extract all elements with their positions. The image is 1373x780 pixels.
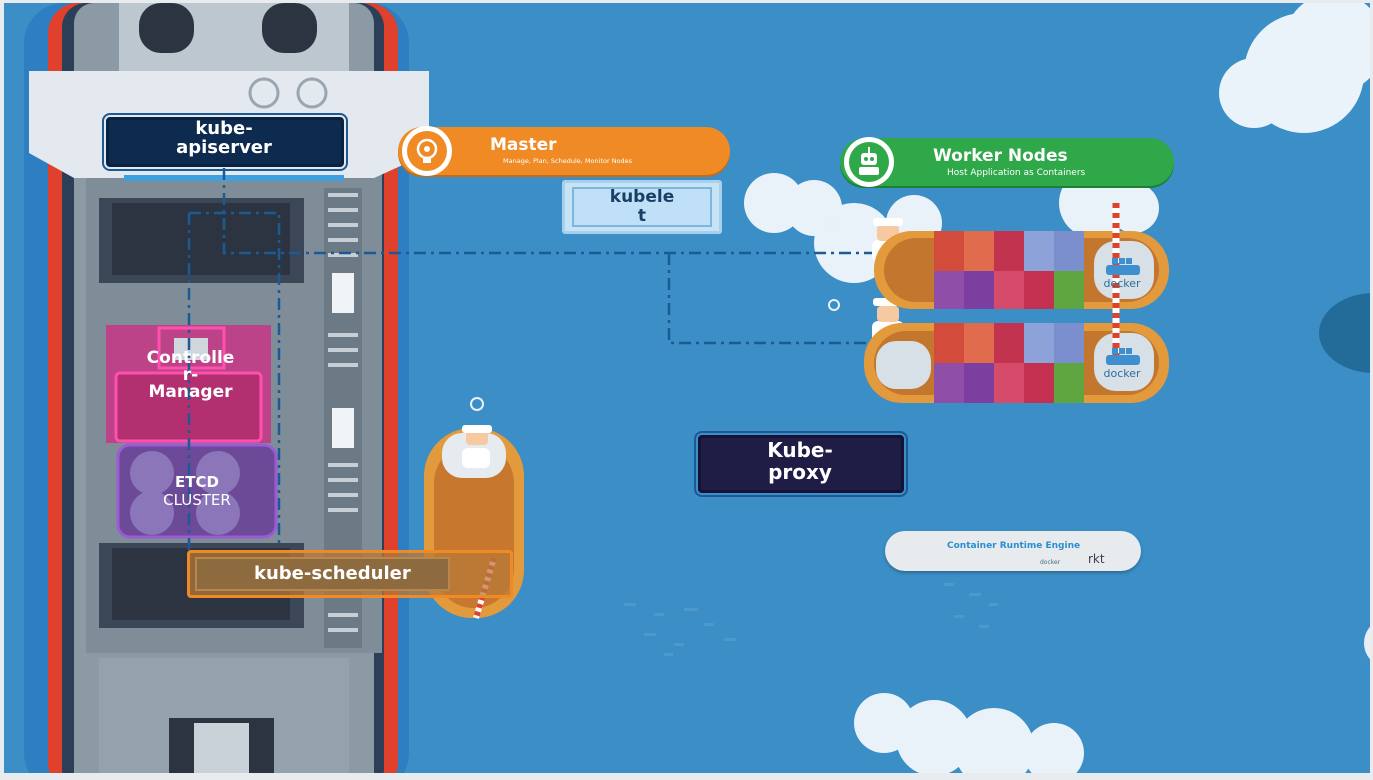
worker-nodes-title: Worker Nodes bbox=[933, 146, 1068, 166]
worker-nodes-subtitle: Host Application as Containers bbox=[947, 168, 1086, 178]
kube-apiserver-label: kube- apiserver bbox=[176, 118, 272, 159]
runtime-docker-logo: docker bbox=[1040, 559, 1061, 566]
kube-proxy-box[interactable] bbox=[694, 431, 908, 497]
brain-gear-icon bbox=[407, 131, 447, 171]
controller-manager-label: Controlle r- Manager bbox=[146, 348, 235, 402]
kube-scheduler-label: kube-scheduler bbox=[254, 563, 411, 584]
etcd-label-line2: CLUSTER bbox=[163, 491, 231, 509]
etcd-label-line1: ETCD bbox=[175, 473, 219, 491]
master-banner[interactable]: Master Manage, Plan, Schedule, Monitor N… bbox=[398, 126, 730, 176]
docker-logo-bottom: docker bbox=[1103, 367, 1141, 380]
docker-logo-top: docker bbox=[1103, 277, 1141, 290]
diagram-canvas: kube- apiserver Master Manage, Plan, Sch… bbox=[4, 3, 1370, 773]
master-title: Master bbox=[490, 135, 557, 155]
container-runtime-title: Container Runtime Engine bbox=[947, 541, 1081, 551]
kubelet-inner bbox=[572, 187, 712, 227]
worker-ship-top bbox=[874, 231, 1169, 309]
worker-icon-badge bbox=[844, 137, 894, 187]
captain-figure bbox=[462, 425, 492, 468]
worker-nodes-banner[interactable]: Worker Nodes Host Application as Contain… bbox=[840, 137, 1174, 187]
kube-scheduler-inner bbox=[195, 557, 450, 591]
kube-apiserver-box[interactable] bbox=[102, 113, 348, 171]
robot-icon bbox=[849, 142, 889, 182]
master-subtitle: Manage, Plan, Schedule, Monitor Nodes bbox=[503, 157, 633, 165]
runtime-rkt-logo: rkt bbox=[1088, 552, 1105, 566]
worker-ship-bottom bbox=[864, 323, 1169, 403]
master-icon-badge bbox=[402, 126, 452, 176]
kubelet-label: kubele t bbox=[609, 187, 675, 226]
container-runtime-card[interactable]: Container Runtime Engine docker rkt bbox=[885, 531, 1141, 571]
kube-proxy-label: Kube- proxy bbox=[767, 438, 833, 484]
